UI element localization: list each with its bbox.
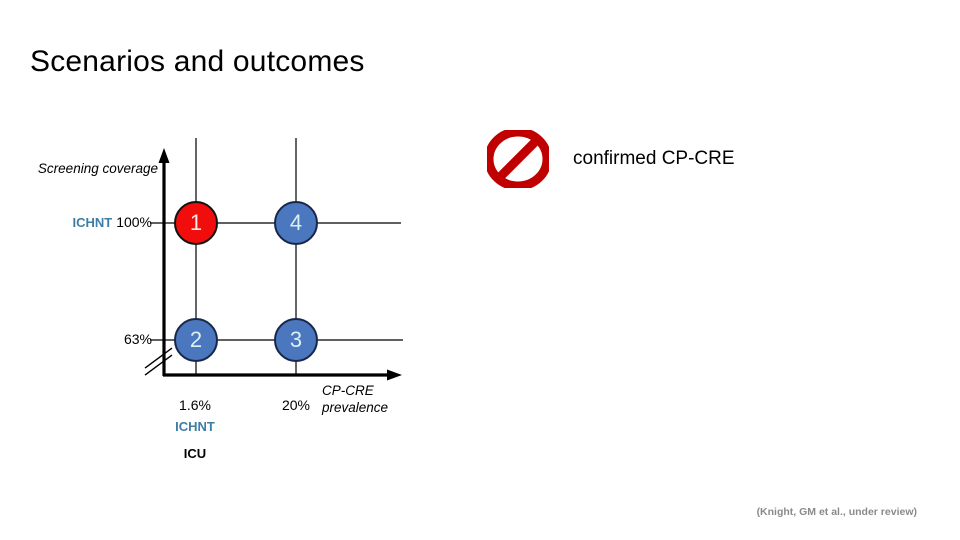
y-axis-title: Screening coverage <box>37 161 158 176</box>
y-tick-site-label: ICHNT <box>72 215 113 230</box>
x-axis-arrowhead <box>387 369 402 381</box>
axis-break-mark-1 <box>144 354 173 376</box>
y-axis-tick-63: 63% <box>123 331 152 347</box>
x-axis-tick-20: 20% <box>281 397 311 413</box>
x-axis-title: CP-CRE prevalence <box>322 383 389 415</box>
scenario-marker-3[interactable]: 3 <box>274 318 318 362</box>
x-axis-site-label-ichnt: ICHNT <box>175 419 215 434</box>
x-axis-site-label-icu: ICU <box>183 446 207 461</box>
axis-break-mark-2 <box>144 347 173 369</box>
x-axis-tick-1point6: 1.6% <box>179 397 211 413</box>
legend-label: confirmed CP-CRE <box>573 148 735 169</box>
citation: (Knight, GM et al., under review) <box>756 506 917 518</box>
scenario-marker-2[interactable]: 2 <box>174 318 218 362</box>
y-axis-arrowhead <box>158 148 170 163</box>
scenario-marker-1[interactable]: 1 <box>174 201 218 245</box>
legend: confirmed CP-CRE <box>487 130 735 188</box>
page-title: Scenarios and outcomes <box>30 45 365 78</box>
no-entry-icon <box>487 130 549 188</box>
y-tick-value: 100% <box>116 214 152 230</box>
scenario-marker-4[interactable]: 4 <box>274 201 318 245</box>
